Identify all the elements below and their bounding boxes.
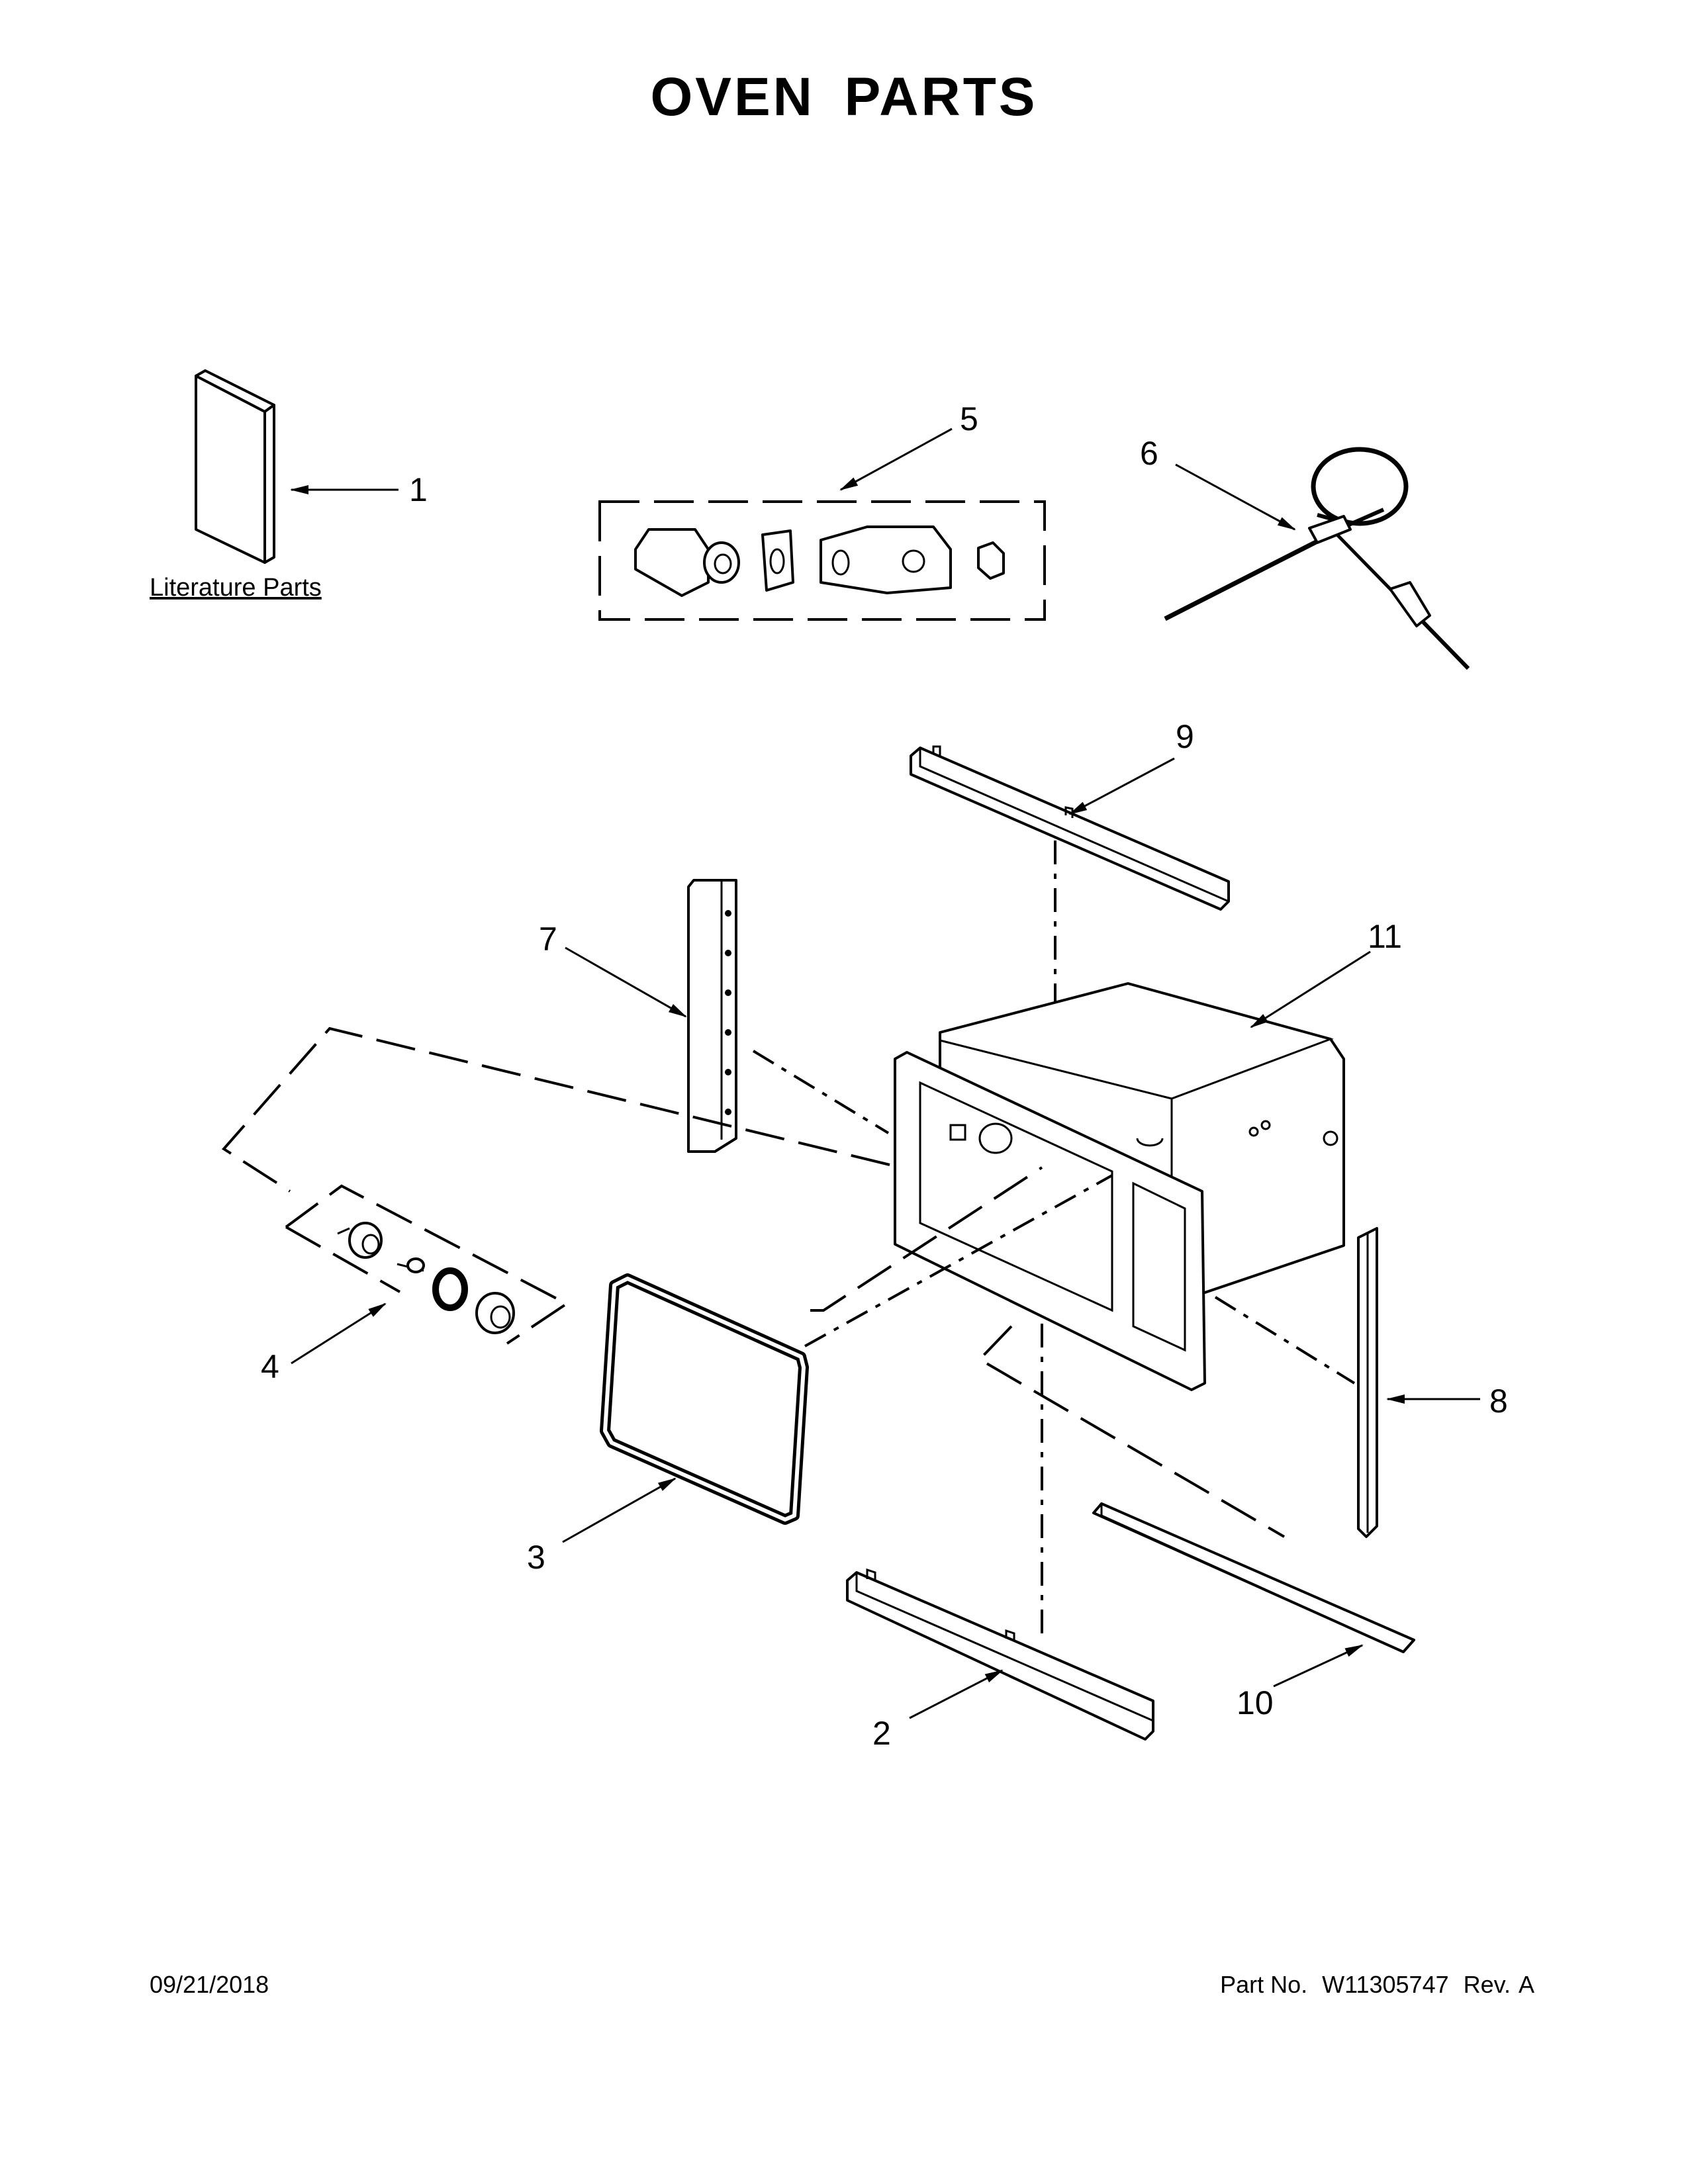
bottom-rear-trim bbox=[1092, 1502, 1415, 1653]
leader-10 bbox=[1273, 1644, 1364, 1688]
guide-10 bbox=[977, 1325, 1286, 1538]
callout-1: 1 bbox=[409, 471, 428, 508]
kit-box-5 bbox=[598, 500, 1046, 621]
guide-door-bottom bbox=[810, 1166, 1043, 1312]
left-side-trim bbox=[687, 879, 737, 1153]
rev-value: A bbox=[1518, 1971, 1534, 1998]
part-no-value: W11305747 bbox=[1322, 1971, 1449, 1998]
oven-cavity bbox=[894, 982, 1345, 1391]
callout-3: 3 bbox=[527, 1539, 545, 1576]
guide-8 bbox=[1214, 1296, 1356, 1385]
leader-7 bbox=[565, 946, 687, 1018]
callout-11: 11 bbox=[1368, 918, 1402, 955]
guide-door-top bbox=[221, 1026, 890, 1193]
guide-7 bbox=[752, 1050, 890, 1134]
callout-9: 9 bbox=[1176, 718, 1194, 755]
top-trim bbox=[910, 745, 1230, 911]
part-no-label: Part No. bbox=[1220, 1971, 1308, 1998]
meat-probe bbox=[1164, 447, 1470, 670]
kit-box-4 bbox=[285, 1184, 569, 1345]
knob-kit bbox=[337, 1222, 515, 1334]
leader-4 bbox=[291, 1302, 387, 1365]
leader-6 bbox=[1175, 463, 1296, 531]
leader-3 bbox=[562, 1477, 677, 1543]
literature-parts-label: Literature Parts bbox=[150, 574, 322, 602]
callout-6: 6 bbox=[1140, 435, 1158, 472]
callout-10: 10 bbox=[1237, 1684, 1274, 1721]
callout-2: 2 bbox=[872, 1715, 891, 1752]
guide-3 bbox=[804, 1174, 1113, 1347]
footer-part-info: Part No. W11305747 Rev. A bbox=[1205, 1971, 1534, 1999]
leader-2 bbox=[909, 1669, 1004, 1719]
leader-11 bbox=[1250, 950, 1371, 1028]
callout-5: 5 bbox=[960, 400, 978, 437]
literature-booklet bbox=[195, 369, 275, 564]
leader-5 bbox=[839, 428, 953, 491]
footer-date: 09/21/2018 bbox=[150, 1971, 269, 1998]
rev-label: Rev. bbox=[1463, 1971, 1511, 1998]
leader-9 bbox=[1068, 757, 1175, 815]
bottom-front-trim bbox=[846, 1568, 1154, 1741]
callout-8: 8 bbox=[1489, 1383, 1508, 1420]
callout-7: 7 bbox=[539, 921, 557, 958]
door-gasket bbox=[600, 1273, 809, 1525]
latch-assembly bbox=[634, 525, 1005, 597]
page-title: OVEN PARTS bbox=[650, 67, 1038, 127]
right-side-trim bbox=[1357, 1227, 1378, 1538]
callout-4: 4 bbox=[261, 1348, 279, 1385]
kit-box-4b bbox=[285, 1226, 400, 1293]
